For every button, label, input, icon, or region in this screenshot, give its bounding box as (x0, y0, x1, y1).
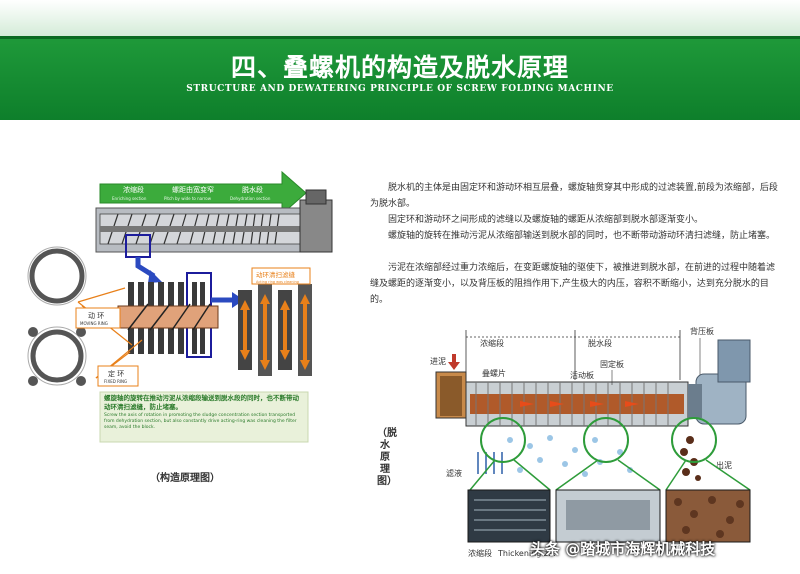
top-band (0, 0, 800, 36)
cleaning-label: 动环清扫滤缝 (256, 270, 296, 279)
arrow-label-2-en: Pitch by wide to narrow (164, 196, 212, 201)
fixed-plate-label: 固定板 (600, 359, 624, 369)
photo-cake (665, 489, 751, 543)
bottom-label-2: Thickening z... (497, 549, 556, 558)
arrow-label-3-en: Dehydration section (230, 196, 271, 201)
diagram-caption: （构造原理图） (150, 473, 220, 484)
side-label: （脱水原理图） (377, 428, 397, 487)
cleaning-rings (238, 284, 312, 376)
detail-circle-2 (583, 417, 629, 463)
sludge-in-label: 进泥 (430, 357, 446, 366)
bottom-label-1: 浓缩段 (468, 548, 492, 558)
arrow-label-1-cn: 浓缩段 (123, 185, 144, 194)
motor (299, 199, 333, 253)
photo-thickening (467, 489, 551, 543)
sludge-out-label: 出泥 (716, 460, 732, 470)
fixed-ring-icon (30, 329, 84, 383)
arrow-label-2-cn: 螺距由宽变窄 (172, 185, 214, 194)
arrow-label-1-en: Enriching section (112, 196, 147, 201)
header-banner (0, 36, 800, 120)
detail-circle-1 (480, 417, 526, 463)
cleaning-label-en: Acting ring was cleaning (256, 280, 299, 284)
page-title: 四、叠螺机的构造及脱水原理 (230, 53, 569, 82)
moving-plate-label: 活动板 (570, 370, 594, 380)
note-text-cn: 螺旋轴的旋转在推动污泥从浓缩段输送到脱水段的同时，也不断带动动环清扫滤缝，防止堵… (104, 394, 299, 411)
flow-arrow (99, 170, 307, 216)
note-box (99, 391, 309, 443)
moving-ring-label: 动 环 (88, 311, 104, 320)
moving-ring-label-en: MOVING RING (80, 321, 108, 326)
back-plate-label: 背压板 (690, 326, 714, 336)
dewater-label: 脱水段 (588, 338, 612, 348)
paragraph-3: 螺旋轴的旋转在推动污泥从浓缩部输送到脱水部的同时，也不断带动游动环清扫滤缝，防止… (388, 231, 776, 241)
paragraph-4: 污泥在浓缩部经过重力浓缩后，在变距螺旋轴的驱使下，被推进到脱水部，在前进的过程中… (370, 263, 776, 305)
header-divider (0, 36, 800, 39)
note-text-en: Screw the axis of rotation in promoting … (104, 413, 297, 430)
arrow-label-3-cn: 脱水段 (242, 185, 263, 194)
paragraph-1: 脱水机的主体是由固定环和游动环相互层叠，螺旋轴贯穿其中形成的过滤装置,前段为浓缩… (370, 183, 778, 209)
fixed-ring-label-en: FIXED RING (104, 379, 127, 384)
paragraph-2: 固定环和游动环之间形成的滤缝以及螺旋轴的螺距从浓缩部到脱水部逐渐变小。 (388, 215, 704, 225)
watermark: 头条 @踏城市海辉机械科技 (530, 540, 716, 558)
concentrate-label: 浓缩段 (480, 338, 504, 348)
page-subtitle: STRUCTURE AND DEWATERING PRINCIPLE OF SC… (186, 84, 614, 94)
detail-circle-3 (671, 417, 717, 463)
fixed-ring-label: 定 环 (108, 369, 124, 378)
cleaning-label-box (251, 267, 311, 285)
screw-blade-label: 叠螺片 (482, 368, 506, 378)
moving-ring-icon (29, 248, 85, 304)
filtrate-label: 滤液 (446, 468, 462, 478)
